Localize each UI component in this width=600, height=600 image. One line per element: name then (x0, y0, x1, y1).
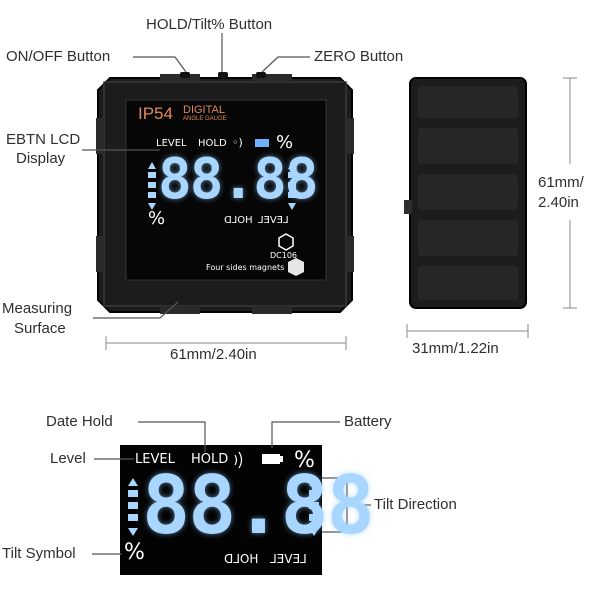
top-lcd-level: LEVEL (156, 138, 187, 149)
top-lcd-level-mirrored: LEVEL (258, 215, 289, 226)
depth-dimension-label: 31mm/1.22in (412, 340, 499, 357)
bottom-lcd-percent-bottom: % (124, 540, 145, 565)
brand-subtitle: ANGLE GAUGE (183, 116, 227, 122)
bottom-lcd-hold: HOLD (191, 452, 229, 467)
brand-digital: DIGITAL (183, 104, 225, 116)
top-lcd-percent-bottom: % (148, 208, 166, 229)
lcd-display-label-line1: EBTN LCD (6, 131, 81, 148)
bottom-lcd-hold-mirrored: HOLD (224, 552, 259, 566)
bottom-lcd-percent-top: % (294, 448, 315, 473)
tilt-arrow-indicators (128, 478, 319, 536)
top-battery-icon (255, 139, 269, 147)
bottom-lcd-level: LEVEL (135, 452, 175, 467)
top-leader-lines (82, 33, 310, 319)
bottom-leader-lines (92, 421, 371, 555)
magnets-note: Four sides magnets (206, 263, 285, 272)
hold-tilt-button-label: HOLD/Tilt% Button (146, 16, 273, 33)
top-lcd-sound-icon: ◦) (232, 136, 243, 149)
lcd-detail-panel (120, 445, 322, 575)
dimension-lines (105, 77, 577, 350)
tilt-symbol-label: Tilt Symbol (2, 545, 76, 562)
zero-button-label: ZERO Button (314, 48, 404, 65)
on-off-button-label: ON/OFF Button (6, 48, 111, 65)
angle-gauge-front-body (96, 72, 354, 314)
width-dimension-label: 61mm/2.40in (170, 346, 257, 363)
top-lcd-hold: HOLD (198, 138, 227, 149)
top-lcd-hold-mirrored: HOLD (224, 215, 253, 226)
brand-ip-rating: IP54 (138, 104, 173, 123)
sound-icon (234, 451, 243, 469)
height-dimension-label-line1: 61mm/ (538, 174, 584, 191)
battery-label: Battery (344, 413, 392, 430)
angle-gauge-side-body (404, 77, 527, 309)
bottom-lcd-digits: 88.88 (142, 459, 375, 552)
bottom-lcd-level-mirrored: LEVEL (270, 552, 307, 566)
measuring-surface-label-line2: Surface (14, 320, 66, 337)
top-tilt-arrow-indicators (148, 162, 296, 210)
height-dimension-label-line2: 2.40in (538, 194, 579, 211)
level-label: Level (50, 450, 86, 467)
model-number: DC106 (270, 251, 298, 260)
lcd-display-label-line2: Display (16, 150, 66, 167)
tilt-direction-label: Tilt Direction (374, 496, 457, 513)
top-lcd-digits: 88.88 (158, 147, 319, 212)
battery-icon (262, 454, 283, 464)
top-lcd-percent: % (276, 132, 294, 153)
measuring-surface-label-line1: Measuring (2, 300, 73, 317)
date-hold-label: Date Hold (46, 413, 113, 430)
